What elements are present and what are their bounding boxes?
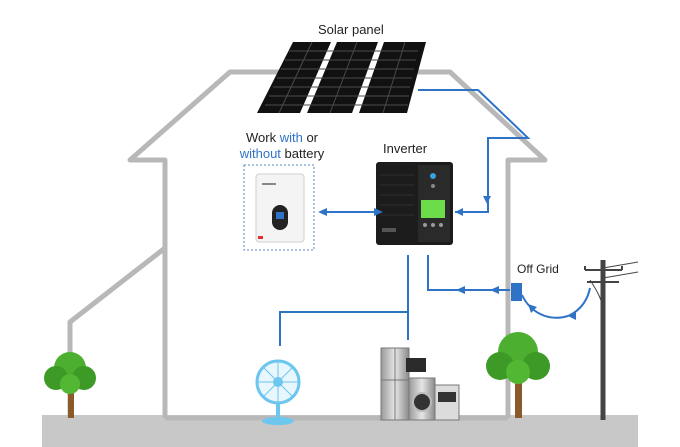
inverter-label: Inverter [383, 141, 428, 156]
house-outline [67, 69, 548, 421]
flow-arrows [318, 196, 576, 320]
solar-panel-label: Solar panel [318, 22, 384, 37]
off-grid-switch [511, 283, 522, 301]
battery-label-with: with [279, 130, 303, 145]
battery-label: Work with or without battery [232, 130, 332, 162]
inverter-unit [376, 162, 453, 245]
battery-label-without: without [239, 146, 281, 161]
battery-unit [243, 164, 315, 251]
off-grid-label: Off Grid [517, 262, 559, 276]
fan-appliance [255, 359, 301, 425]
battery-label-battery: battery [280, 146, 325, 161]
solar-panel [257, 41, 426, 114]
tree-left [44, 352, 96, 418]
utility-pole [584, 260, 639, 420]
tree-right [486, 332, 550, 418]
battery-label-or: or [302, 130, 318, 145]
battery-label-work: Work [245, 130, 280, 145]
home-appliances [380, 347, 460, 421]
